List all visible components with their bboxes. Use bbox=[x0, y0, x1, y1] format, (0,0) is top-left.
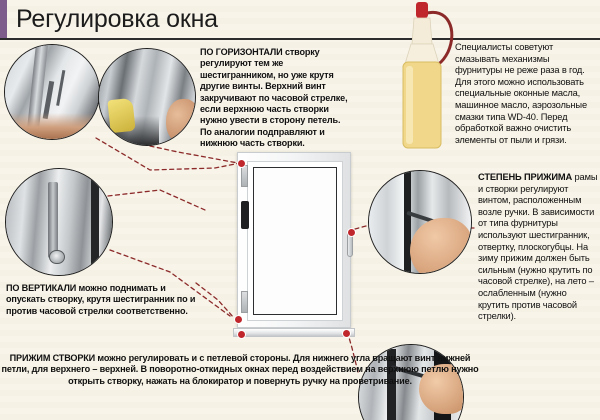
marker-handle-pressure bbox=[348, 229, 355, 236]
text-block-sash-body: можно регулировать и с петлевой стороны.… bbox=[1, 353, 479, 386]
window-sill bbox=[233, 328, 355, 337]
window-diagram bbox=[233, 152, 355, 337]
oil-bottle-illustration bbox=[402, 2, 454, 149]
window-hinge-middle bbox=[241, 201, 249, 229]
text-block-sash-lead: ПРИЖИМ СТВОРКИ bbox=[9, 353, 96, 363]
handle-pressure-screw-photo bbox=[368, 170, 472, 274]
text-block-horizontal: ПО ГОРИЗОНТАЛИ створку регулируют тем же… bbox=[200, 47, 350, 150]
text-block-pressure-body: рамы и створки регулируют винтом, распол… bbox=[478, 172, 598, 322]
marker-bottom-right-corner bbox=[343, 330, 350, 337]
marker-bottom-left-lower bbox=[238, 331, 245, 338]
text-block-vertical-body: можно поднимать и опускать створку, крут… bbox=[6, 283, 196, 316]
hinge-side-pressure-photo bbox=[358, 344, 464, 420]
hex-key-in-lower-hinge-photo bbox=[4, 44, 100, 140]
marker-top-left-hinge bbox=[238, 160, 245, 167]
header-divider bbox=[0, 38, 600, 40]
window-sash bbox=[247, 161, 343, 321]
text-block-vertical-lead: ПО ВЕРТИКАЛИ bbox=[6, 283, 77, 293]
text-block-horizontal-lead: ПО ГОРИЗОНТАЛИ bbox=[200, 47, 283, 57]
text-block-pressure-lead: СТЕПЕНЬ ПРИЖИМА bbox=[478, 172, 573, 182]
text-block-lubricate: Специалисты советуют смазывать механизмы… bbox=[455, 42, 596, 146]
text-block-horizontal-body: створку регулируют тем же шестигранником… bbox=[200, 47, 348, 149]
text-block-sash: ПРИЖИМ СТВОРКИ можно регулировать и с пе… bbox=[0, 353, 480, 387]
window-hinge-top bbox=[241, 165, 248, 187]
text-block-lubricate-body: Специалисты советуют смазывать механизмы… bbox=[455, 42, 587, 145]
window-fitting-mechanism-photo bbox=[98, 48, 196, 146]
accent-bar bbox=[0, 0, 7, 38]
window-hinge-bottom bbox=[241, 291, 248, 313]
marker-bottom-left-hinge bbox=[235, 316, 242, 323]
vertical-adjustment-hinge-photo bbox=[5, 168, 113, 276]
text-block-vertical: ПО ВЕРТИКАЛИ можно поднимать и опускать … bbox=[6, 283, 198, 317]
window-glass-pane bbox=[253, 167, 337, 315]
text-block-pressure: СТЕПЕНЬ ПРИЖИМА рамы и створки регулирую… bbox=[478, 172, 598, 323]
page-title: Регулировка окна bbox=[16, 5, 218, 33]
window-frame bbox=[237, 152, 353, 328]
